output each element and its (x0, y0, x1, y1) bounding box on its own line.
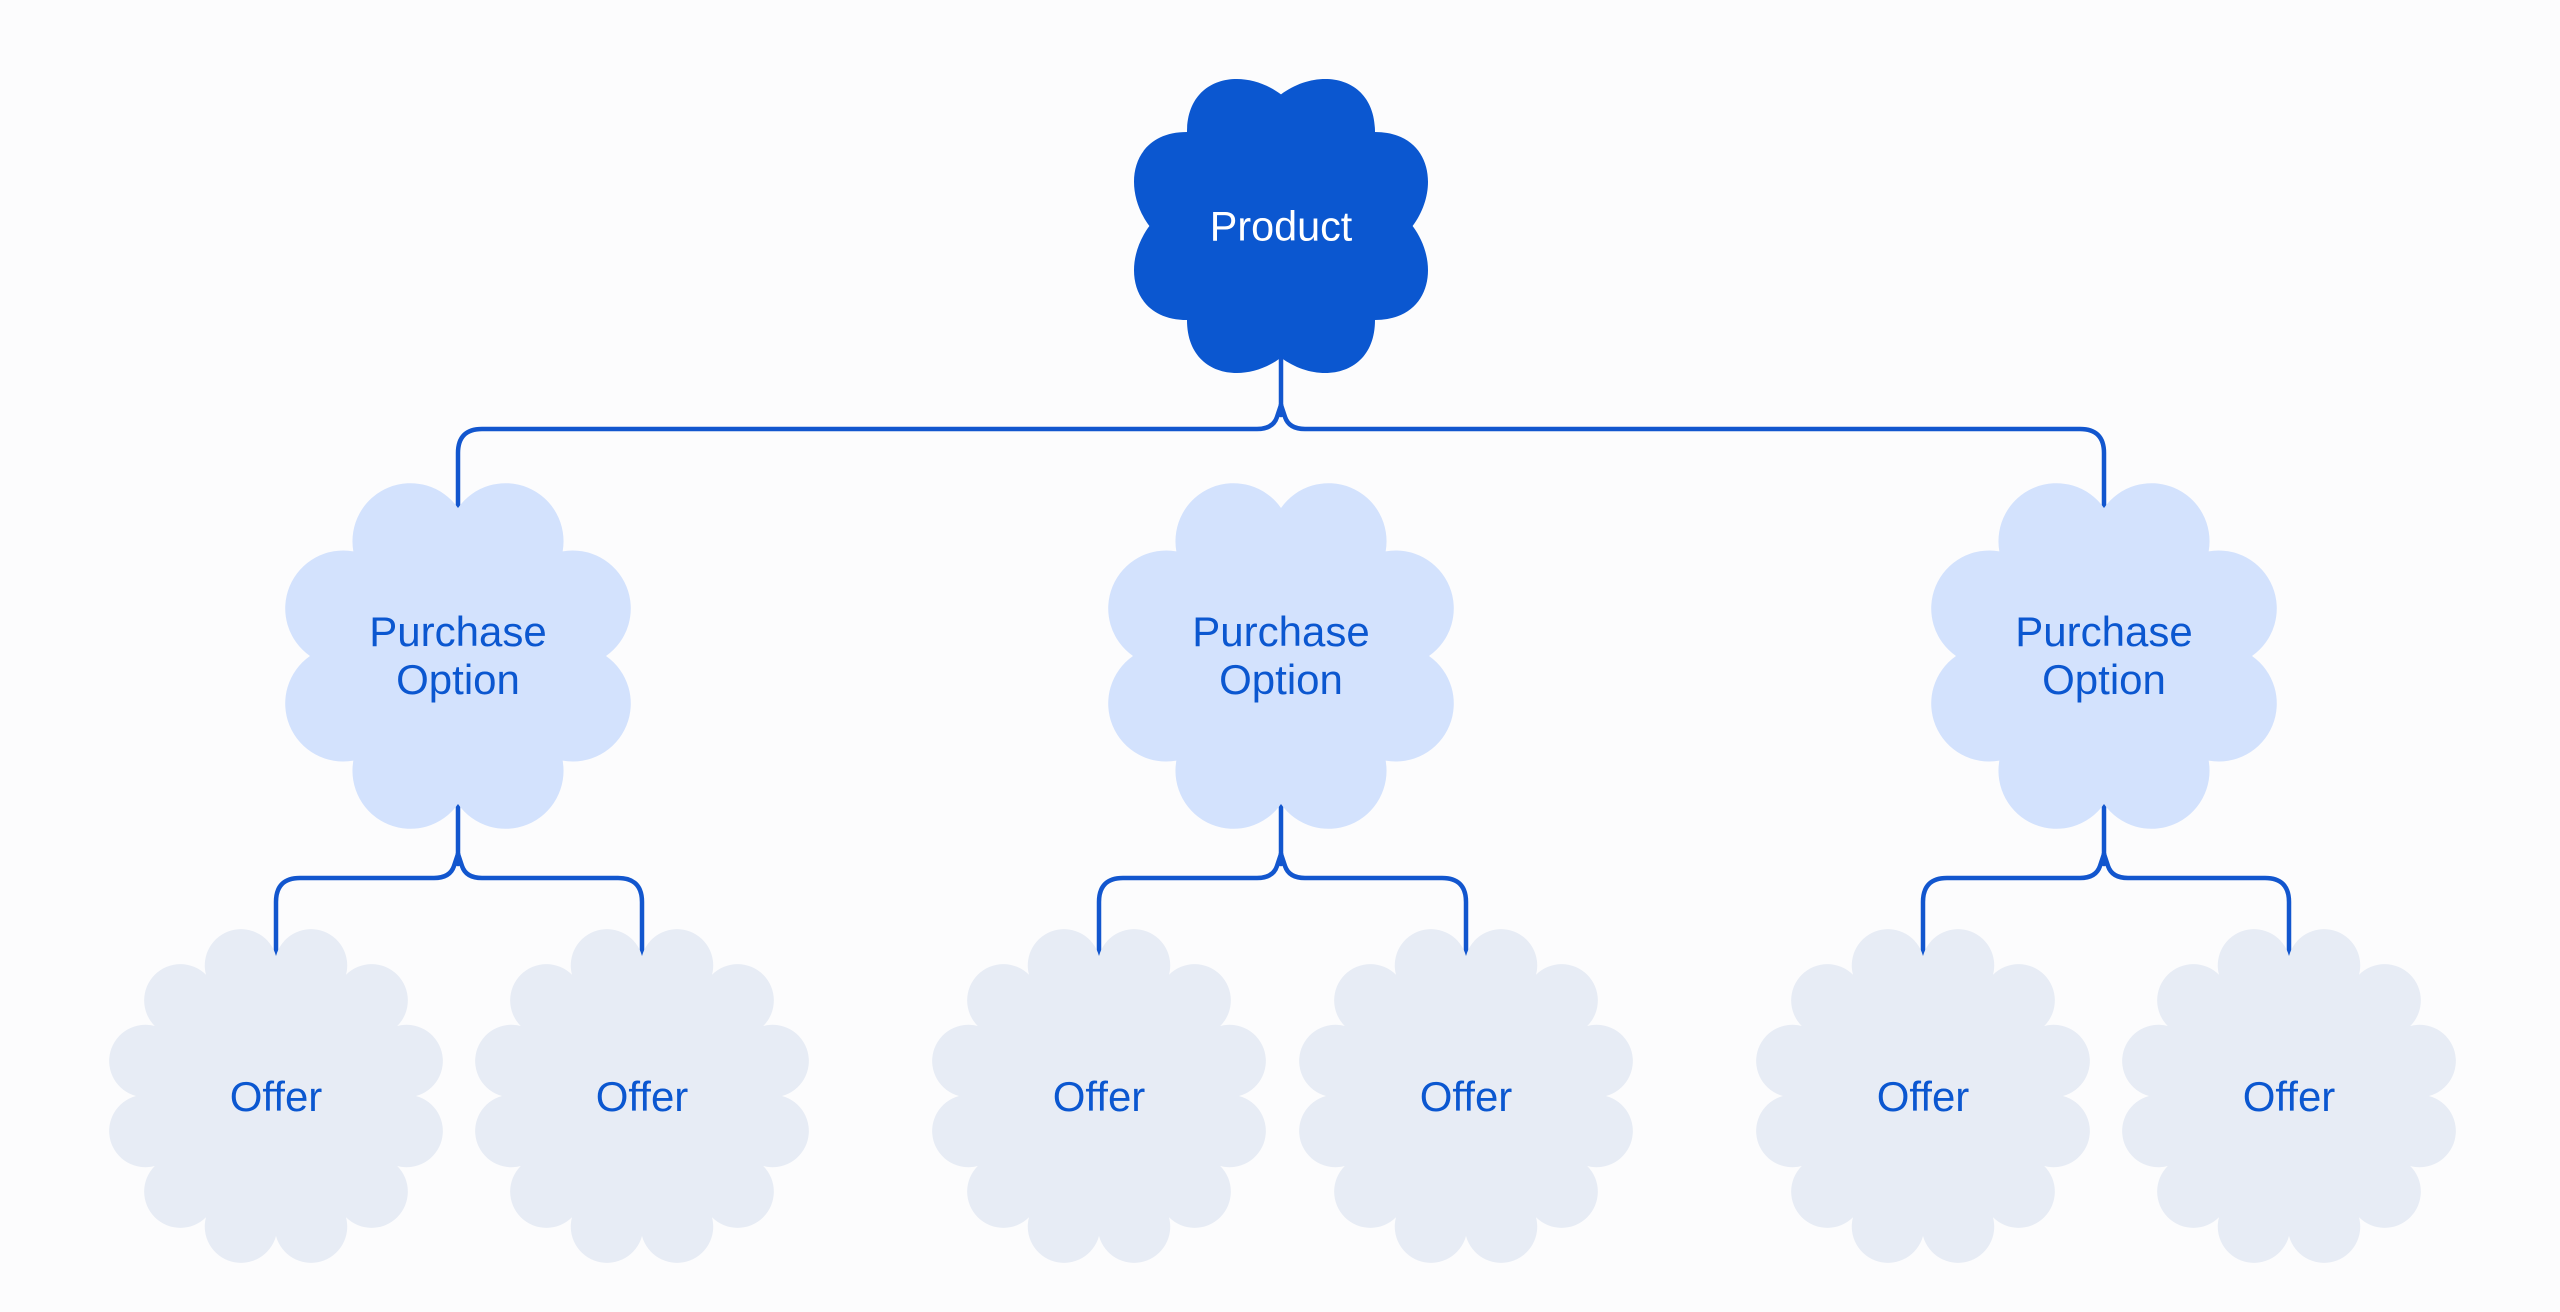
offer-node[interactable]: Offer (475, 929, 809, 1263)
connector-level1-bus-right (1278, 402, 2107, 533)
connector-po2-bus-left (1096, 851, 1284, 978)
purchase-option-label-line1: Purchase (2015, 608, 2192, 655)
offer-node[interactable]: Offer (932, 929, 1266, 1263)
purchase-option-label-line2: Option (1219, 656, 1343, 703)
offer-shape (1756, 929, 2090, 1263)
product-label: Product (1210, 204, 1353, 250)
offer-shape (1299, 929, 1633, 1263)
purchase-option-node-group: Purchase Option Purchase Option Purchase… (285, 483, 2277, 829)
connector-po3-bus-left (1920, 851, 2107, 978)
offer-label: Offer (2243, 1073, 2336, 1120)
connector-layer (273, 355, 2292, 978)
purchase-option-node[interactable]: Purchase Option (1108, 483, 1454, 829)
purchase-option-label-line1: Purchase (369, 608, 546, 655)
offer-shape (109, 929, 443, 1263)
connector-po2-bus-right (1278, 851, 1469, 978)
purchase-option-shape (285, 483, 631, 829)
offer-shape (932, 929, 1266, 1263)
offer-node-group: Offer Offer Offer Offer Offer Offer (109, 929, 2456, 1263)
offer-label: Offer (596, 1073, 689, 1120)
connector-po1-bus-right (455, 851, 645, 978)
offer-label: Offer (230, 1073, 323, 1120)
purchase-option-label-line1: Purchase (1192, 608, 1369, 655)
offer-node[interactable]: Offer (1299, 929, 1633, 1263)
purchase-option-node[interactable]: Purchase Option (1931, 483, 2277, 829)
offer-shape (475, 929, 809, 1263)
purchase-option-shape (1108, 483, 1454, 829)
purchase-option-node[interactable]: Purchase Option (285, 483, 631, 829)
purchase-option-label-line2: Option (2042, 656, 2166, 703)
connector-po3-bus-right (2101, 851, 2292, 978)
connector-po1-bus-left (273, 851, 461, 978)
purchase-option-shape (1931, 483, 2277, 829)
offer-node[interactable]: Offer (2122, 929, 2456, 1263)
purchase-option-label-line2: Option (396, 656, 520, 703)
offer-label: Offer (1053, 1073, 1146, 1120)
offer-shape (2122, 929, 2456, 1263)
offer-label: Offer (1877, 1073, 1970, 1120)
product-node[interactable]: Product (1134, 79, 1428, 373)
connector-level1-bus-left (455, 402, 1284, 533)
offer-node[interactable]: Offer (1756, 929, 2090, 1263)
offer-node[interactable]: Offer (109, 929, 443, 1263)
offer-label: Offer (1420, 1073, 1513, 1120)
